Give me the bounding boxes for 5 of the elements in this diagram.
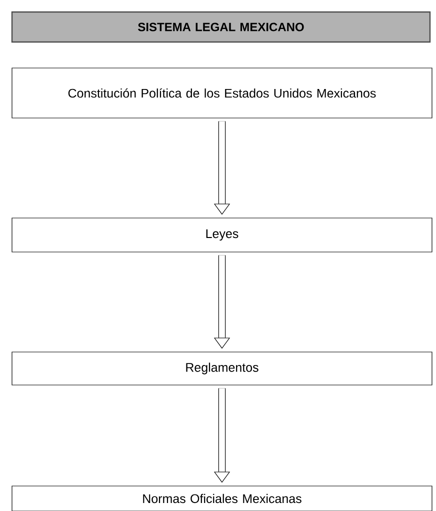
title-banner: SISTEMA LEGAL MEXICANO xyxy=(11,11,431,43)
text-box: Constitución Política de los Estados Unidos Mexicanos xyxy=(12,68,432,118)
text-box: Reglamentos xyxy=(12,352,432,386)
text-box: Leyes xyxy=(12,218,432,252)
text-box: Normas Oficiales Mexicanas xyxy=(12,486,432,511)
